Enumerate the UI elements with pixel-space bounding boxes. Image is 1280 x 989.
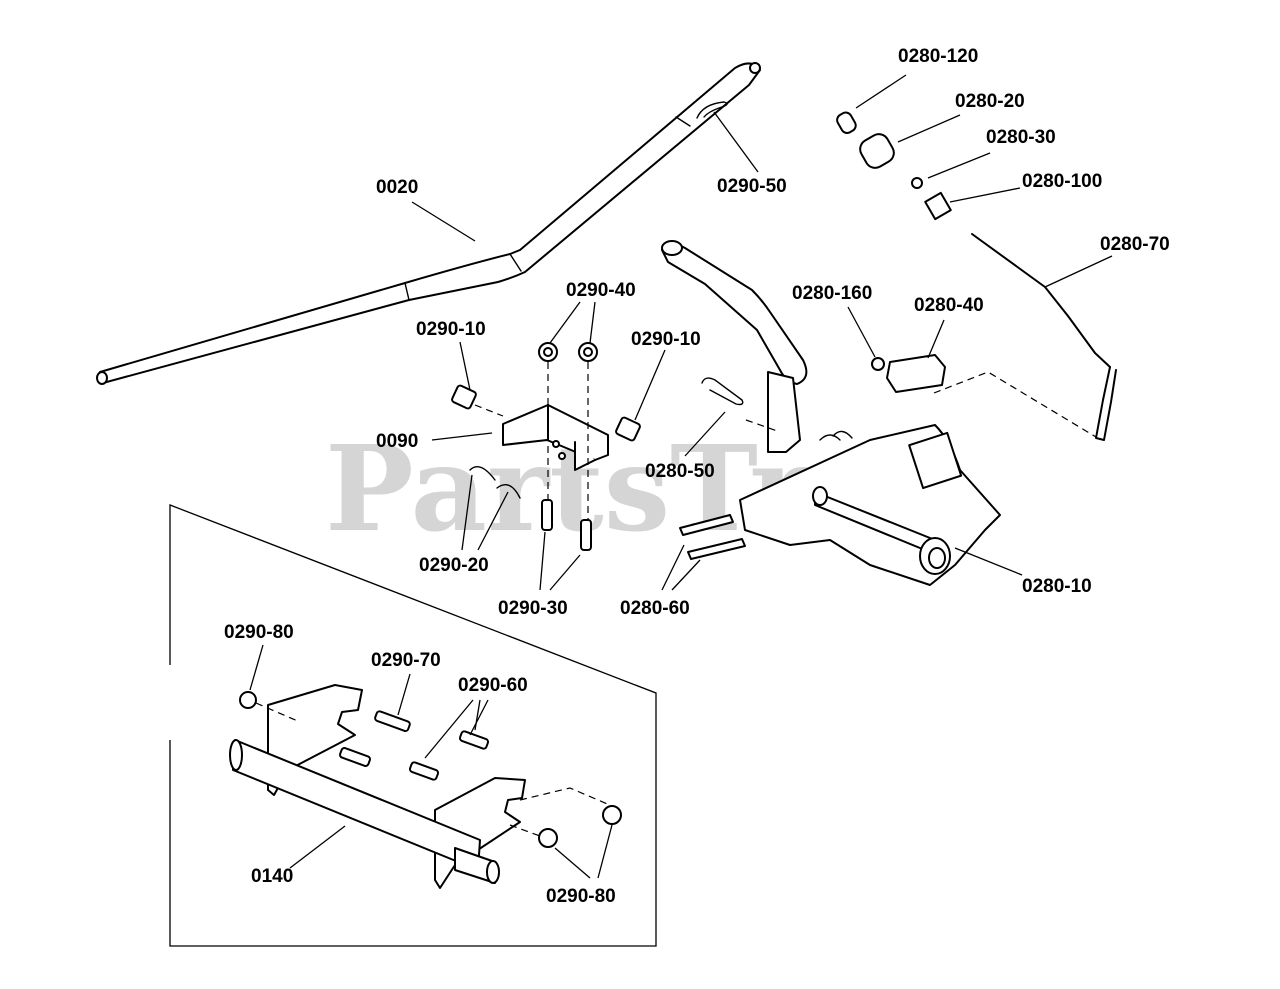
label-0280-100[interactable]: 0280-100 — [1022, 171, 1102, 192]
leader-lines — [249, 74, 1113, 879]
lift-handle-part[interactable] — [96, 62, 761, 385]
cable-knob-parts[interactable] — [835, 110, 1117, 441]
label-0290-20[interactable]: 0290-20 — [419, 555, 489, 576]
label-0280-70[interactable]: 0280-70 — [1100, 234, 1170, 255]
part-labels: 0020 0290-50 0280-120 0280-20 0280-30 02… — [224, 46, 1170, 907]
hairpin-clip-upper[interactable] — [696, 101, 728, 119]
bracket-0280-40[interactable] — [886, 354, 946, 393]
inset-frame — [169, 504, 657, 947]
spacer-plates[interactable] — [679, 514, 746, 560]
label-0280-120[interactable]: 0280-120 — [898, 46, 978, 67]
label-0290-70[interactable]: 0290-70 — [371, 650, 441, 671]
label-0290-40[interactable]: 0290-40 — [566, 280, 636, 301]
label-0280-30[interactable]: 0280-30 — [986, 127, 1056, 148]
dashed-guides-inset — [255, 702, 613, 837]
label-0280-20[interactable]: 0280-20 — [955, 91, 1025, 112]
bolts-0290-10[interactable] — [451, 384, 641, 442]
label-0290-60[interactable]: 0290-60 — [458, 675, 528, 696]
axle-assembly-0140[interactable] — [229, 684, 622, 889]
label-0090[interactable]: 0090 — [376, 431, 418, 452]
dashed-guides-bracket — [474, 362, 589, 520]
hairpin-clip-lever[interactable] — [701, 377, 744, 406]
label-0290-10-left[interactable]: 0290-10 — [416, 319, 486, 340]
nuts-0290-40[interactable] — [538, 342, 598, 362]
label-0290-80-bottom[interactable]: 0290-80 — [546, 886, 616, 907]
bolts-0290-30[interactable] — [541, 499, 592, 551]
label-0290-80-top[interactable]: 0290-80 — [224, 622, 294, 643]
dashed-guide-lever — [745, 419, 781, 433]
washer-0280-160[interactable] — [871, 357, 885, 371]
hairpin-clips-0290-20[interactable] — [469, 466, 521, 499]
label-0290-50-hairpin[interactable]: 0290-50 — [717, 176, 787, 197]
lift-lever-assembly[interactable] — [661, 240, 1001, 586]
label-0280-60[interactable]: 0280-60 — [620, 598, 690, 619]
label-0290-10-right[interactable]: 0290-10 — [631, 329, 701, 350]
label-0280-40[interactable]: 0280-40 — [914, 295, 984, 316]
label-0020[interactable]: 0020 — [376, 177, 418, 198]
label-0290-30[interactable]: 0290-30 — [498, 598, 568, 619]
label-0280-10[interactable]: 0280-10 — [1022, 576, 1092, 597]
label-0280-50[interactable]: 0280-50 — [645, 461, 715, 482]
label-0280-160[interactable]: 0280-160 — [792, 283, 872, 304]
label-0140[interactable]: 0140 — [251, 866, 293, 887]
